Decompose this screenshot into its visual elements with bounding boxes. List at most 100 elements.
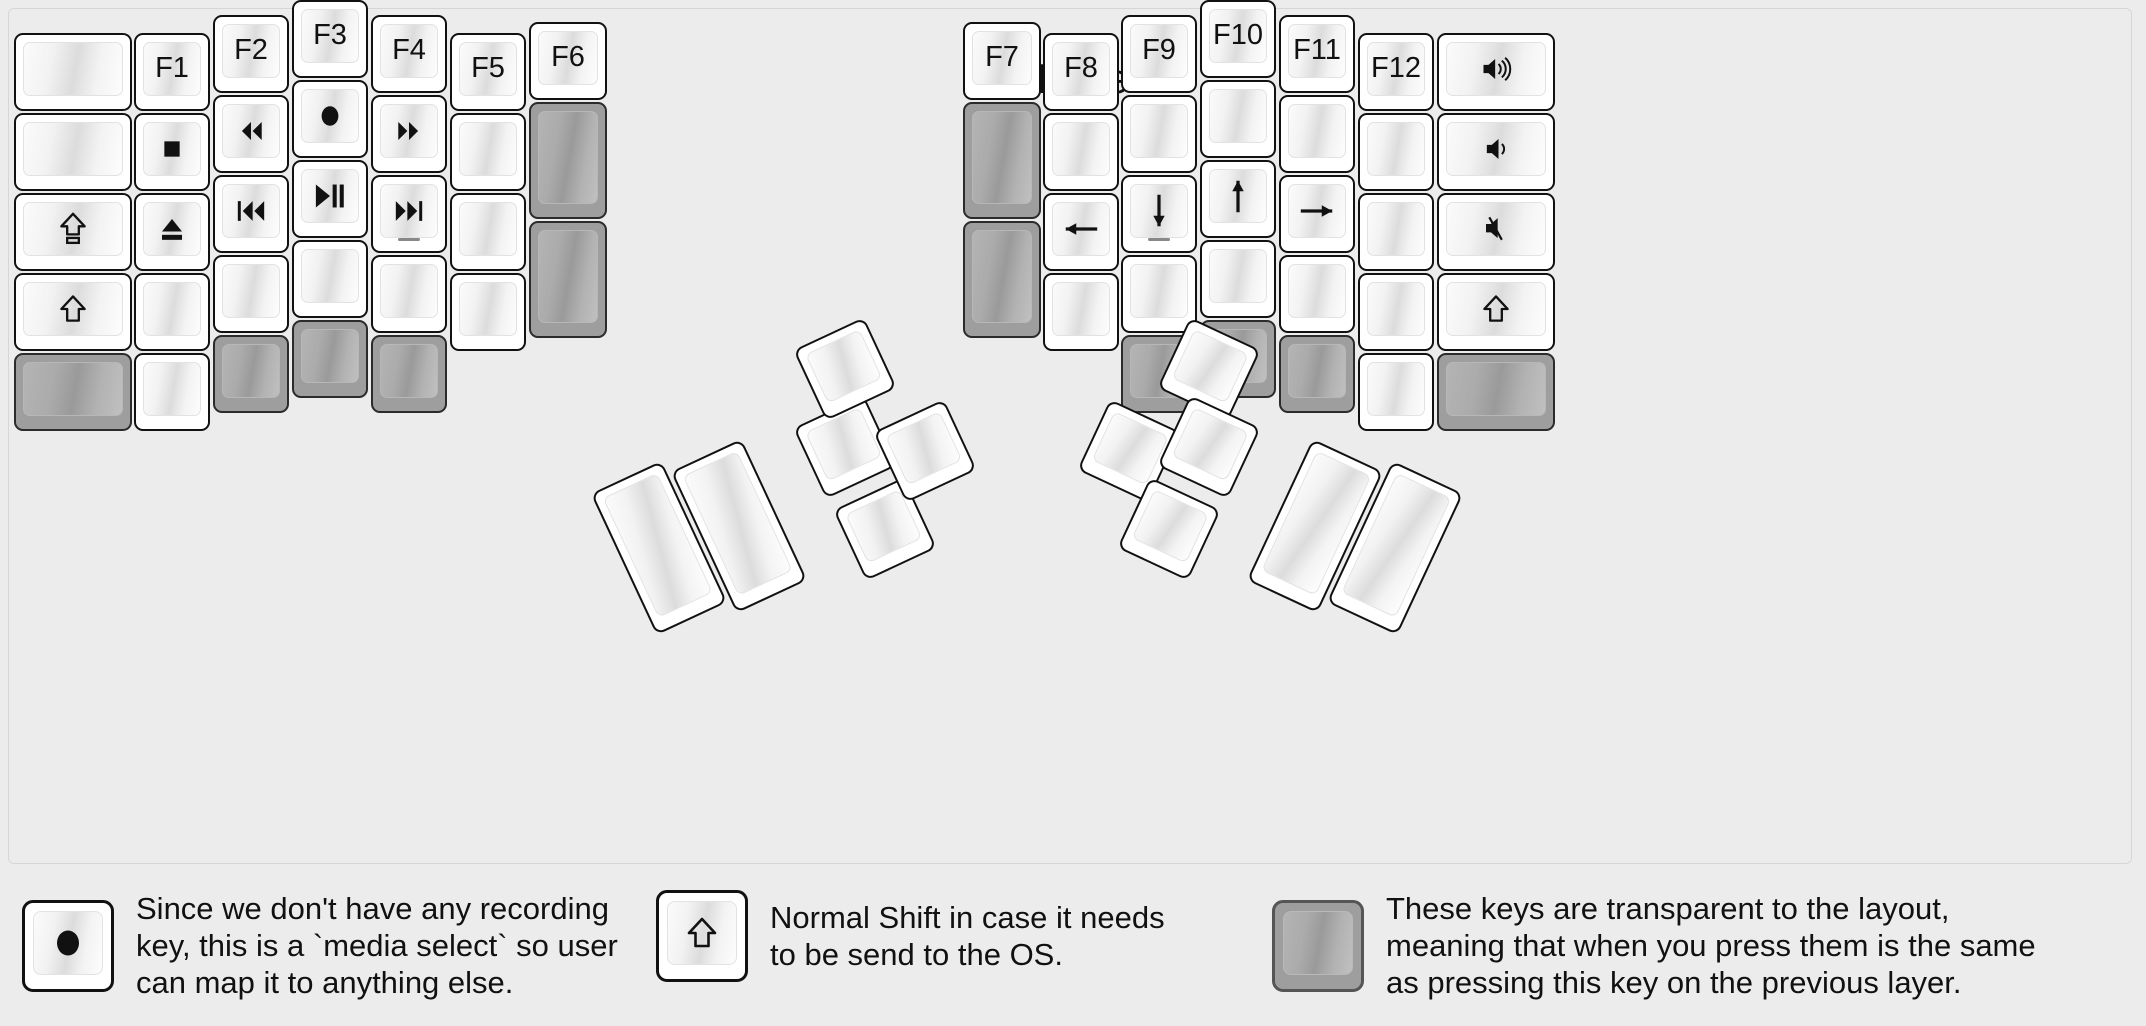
left-key-innermost-0[interactable]: F6: [529, 22, 607, 100]
legend-text: Normal Shift in case it needs to be send…: [770, 899, 1165, 972]
key-cap: [23, 282, 123, 336]
left-key-index-3[interactable]: [371, 255, 447, 333]
eject-icon: [162, 219, 182, 240]
left-key-index-1[interactable]: [371, 95, 447, 173]
right-key-pinky-1[interactable]: [1358, 113, 1434, 191]
key-cap: [1446, 362, 1546, 416]
left-key-ring-1[interactable]: [213, 95, 289, 173]
key-label: F12: [1371, 51, 1421, 84]
right-key-outer-1[interactable]: [1437, 113, 1555, 191]
left-key-index-4[interactable]: [371, 335, 447, 413]
left-key-ring-3[interactable]: [213, 255, 289, 333]
right-key-innermost-0[interactable]: F7: [963, 22, 1041, 100]
key-label: F11: [1293, 33, 1341, 66]
arrow-left-icon: [1065, 223, 1098, 235]
left-key-outer-1[interactable]: [14, 113, 132, 191]
right-key-pinky-0[interactable]: F12: [1358, 33, 1434, 111]
right-key-outer-0[interactable]: [1437, 33, 1555, 111]
right-key-outer-3[interactable]: [1437, 273, 1555, 351]
left-key-pinky-0[interactable]: F1: [134, 33, 210, 111]
left-key-outer-2[interactable]: [14, 193, 132, 271]
left-key-middle-4[interactable]: [292, 320, 368, 398]
left-key-inner-index-1[interactable]: [450, 113, 526, 191]
legend-item: Since we don't have any recording key, t…: [22, 890, 618, 1002]
right-key-pinky-3[interactable]: [1358, 273, 1434, 351]
right-key-innermost-1[interactable]: [963, 102, 1041, 219]
right-key-ring-4[interactable]: [1279, 335, 1355, 413]
left-key-innermost-1[interactable]: [529, 102, 607, 219]
right-key-ring-0[interactable]: F11: [1279, 15, 1355, 93]
right-key-ring-1[interactable]: [1279, 95, 1355, 173]
legend-key-cap: [33, 910, 103, 975]
right-key-index-0[interactable]: F9: [1121, 15, 1197, 93]
right-key-inner-index-0[interactable]: F8: [1043, 33, 1119, 111]
key-cap: [222, 104, 280, 158]
left-key-middle-2[interactable]: [292, 160, 368, 238]
key-cap: [1446, 282, 1546, 336]
right-key-ring-2[interactable]: [1279, 175, 1355, 253]
key-cap: [1091, 411, 1169, 486]
right-key-index-2[interactable]: [1121, 175, 1197, 253]
key-cap: F6: [538, 31, 598, 85]
key-label: F3: [313, 18, 347, 51]
key-cap: [1288, 344, 1346, 398]
legend-key-shift: [656, 890, 748, 982]
right-key-outer-2[interactable]: [1437, 193, 1555, 271]
right-key-inner-index-2[interactable]: [1043, 193, 1119, 271]
left-key-middle-3[interactable]: [292, 240, 368, 318]
left-key-inner-index-0[interactable]: F5: [450, 33, 526, 111]
right-key-middle-2[interactable]: [1200, 160, 1276, 238]
key-cap: [1052, 202, 1110, 256]
left-key-middle-1[interactable]: [292, 80, 368, 158]
right-key-outer-4[interactable]: [1437, 353, 1555, 431]
right-key-middle-1[interactable]: [1200, 80, 1276, 158]
legend-key-cap: [667, 901, 737, 965]
left-key-pinky-1[interactable]: [134, 113, 210, 191]
legend-item: These keys are transparent to the layout…: [1272, 890, 2036, 1002]
key-cap: F9: [1130, 24, 1188, 78]
right-key-pinky-4[interactable]: [1358, 353, 1434, 431]
right-key-index-3[interactable]: [1121, 255, 1197, 333]
left-key-outer-0[interactable]: [14, 33, 132, 111]
left-key-index-0[interactable]: F4: [371, 15, 447, 93]
right-key-inner-index-3[interactable]: [1043, 273, 1119, 351]
left-key-pinky-2[interactable]: [134, 193, 210, 271]
left-key-ring-2[interactable]: [213, 175, 289, 253]
right-key-ring-3[interactable]: [1279, 255, 1355, 333]
left-key-middle-0[interactable]: F3: [292, 0, 368, 78]
key-cap: [1288, 184, 1346, 238]
right-key-pinky-2[interactable]: [1358, 193, 1434, 271]
key-label: F9: [1142, 33, 1176, 66]
key-cap: F7: [972, 31, 1032, 85]
key-cap: F8: [1052, 42, 1110, 96]
left-key-index-2[interactable]: [371, 175, 447, 253]
left-key-inner-index-3[interactable]: [450, 273, 526, 351]
key-cap: [1209, 89, 1267, 143]
left-key-inner-index-2[interactable]: [450, 193, 526, 271]
key-cap: [1446, 122, 1546, 176]
right-key-index-1[interactable]: [1121, 95, 1197, 173]
media-record-icon: [57, 930, 79, 956]
left-key-ring-0[interactable]: F2: [213, 15, 289, 93]
legend-key-cap: [1283, 910, 1353, 975]
volume-up-icon: [1483, 57, 1512, 81]
left-key-pinky-4[interactable]: [134, 353, 210, 431]
legend: Since we don't have any recording key, t…: [8, 872, 2138, 1018]
key-label: F5: [471, 51, 505, 84]
right-key-inner-index-1[interactable]: [1043, 113, 1119, 191]
key-cap: F10: [1209, 9, 1267, 63]
left-key-pinky-3[interactable]: [134, 273, 210, 351]
left-key-innermost-2[interactable]: [529, 221, 607, 338]
key-cap: [885, 411, 963, 486]
right-key-middle-0[interactable]: F10: [1200, 0, 1276, 78]
key-cap: [1367, 282, 1425, 336]
left-key-outer-3[interactable]: [14, 273, 132, 351]
key-cap: [1171, 329, 1249, 404]
key-cap: [380, 344, 438, 398]
left-key-ring-4[interactable]: [213, 335, 289, 413]
right-key-middle-3[interactable]: [1200, 240, 1276, 318]
key-cap: [23, 42, 123, 96]
right-key-innermost-2[interactable]: [963, 221, 1041, 338]
left-key-outer-4[interactable]: [14, 353, 132, 431]
